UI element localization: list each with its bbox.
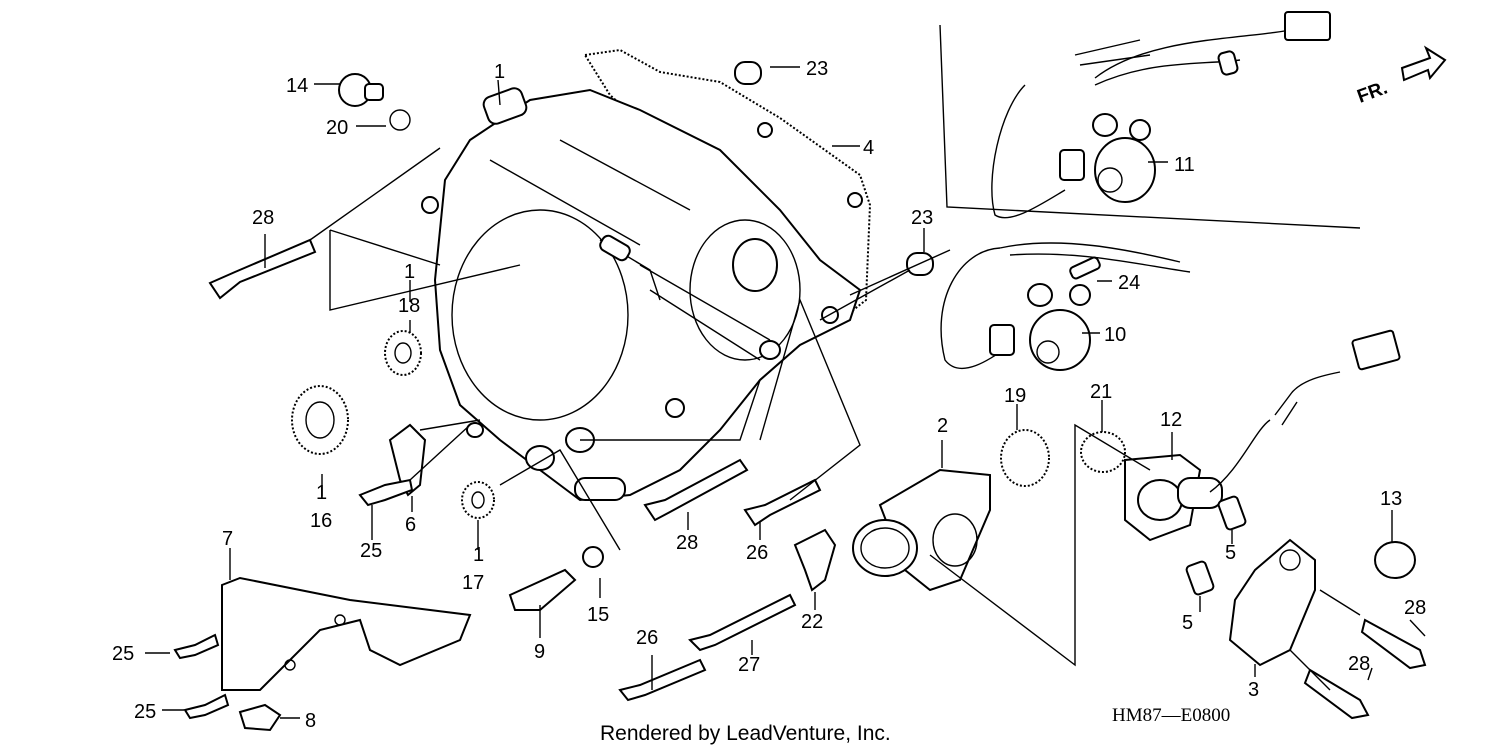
callout-label: 26 — [636, 627, 658, 649]
callout-label: 7 — [222, 528, 233, 550]
callout-label: 25 — [112, 643, 134, 665]
front-direction-indicator: FR. — [1355, 45, 1447, 108]
callout-label: 22 — [801, 611, 823, 633]
callout-label: 9 — [534, 641, 545, 663]
callout-label: 17 — [462, 572, 484, 594]
callout-label: 1 — [404, 261, 415, 283]
callout-label: 11 — [1174, 154, 1195, 176]
callout-label: 25 — [360, 540, 382, 562]
callout-label: 1 — [316, 482, 327, 504]
footer-credit: Rendered by LeadVenture, Inc. — [600, 722, 891, 745]
callout-label: 28 — [252, 207, 274, 229]
rear-crankcase-cover — [421, 48, 872, 502]
bearings-and-seals — [291, 73, 604, 611]
switch-assembly-lower — [940, 242, 1191, 371]
callout-label: 28 — [1404, 597, 1426, 619]
callout-label: 8 — [305, 710, 316, 732]
leader-lines — [145, 66, 1426, 719]
callout-label: 26 — [746, 542, 768, 564]
callout-numbers: 14 20 1 23 4 28 1 18 23 24 10 11 1 16 6 … — [112, 58, 1426, 732]
callout-label: 5 — [1225, 542, 1236, 564]
callout-label: 12 — [1160, 409, 1182, 431]
callout-label: 23 — [911, 207, 933, 229]
callout-label: 25 — [134, 701, 156, 723]
callout-label: 13 — [1380, 488, 1402, 510]
drawing-code: HM87—E0800 — [1112, 705, 1230, 726]
callout-label: 24 — [1118, 272, 1140, 294]
callout-label: 20 — [326, 117, 348, 139]
callout-label: 1 — [494, 61, 505, 83]
callout-label: 10 — [1104, 324, 1126, 346]
callout-label: 3 — [1248, 679, 1259, 701]
outlet-housing — [793, 429, 1050, 592]
callout-label: 6 — [405, 514, 416, 536]
callout-label: 16 — [310, 510, 332, 532]
callout-label: 27 — [738, 654, 760, 676]
callout-label: 14 — [286, 75, 308, 97]
callout-label: 28 — [1348, 653, 1370, 675]
bolts — [173, 61, 934, 720]
cover-plate — [221, 576, 472, 732]
callout-label: 1 — [473, 544, 484, 566]
callout-label: 5 — [1182, 612, 1193, 634]
callout-label: 23 — [806, 58, 828, 80]
callout-label: 28 — [676, 532, 698, 554]
callout-label: 18 — [398, 295, 420, 317]
callout-label: 2 — [937, 415, 948, 437]
callout-label: 4 — [863, 137, 874, 159]
inset-border — [939, 24, 1361, 229]
switch-assembly-upper — [991, 11, 1331, 219]
callout-label: 15 — [587, 604, 609, 626]
speed-sensor-and-harness — [1080, 329, 1427, 720]
callout-label: 19 — [1004, 385, 1026, 407]
direction-label: FR. — [1355, 77, 1391, 107]
callout-label: 21 — [1090, 381, 1112, 403]
